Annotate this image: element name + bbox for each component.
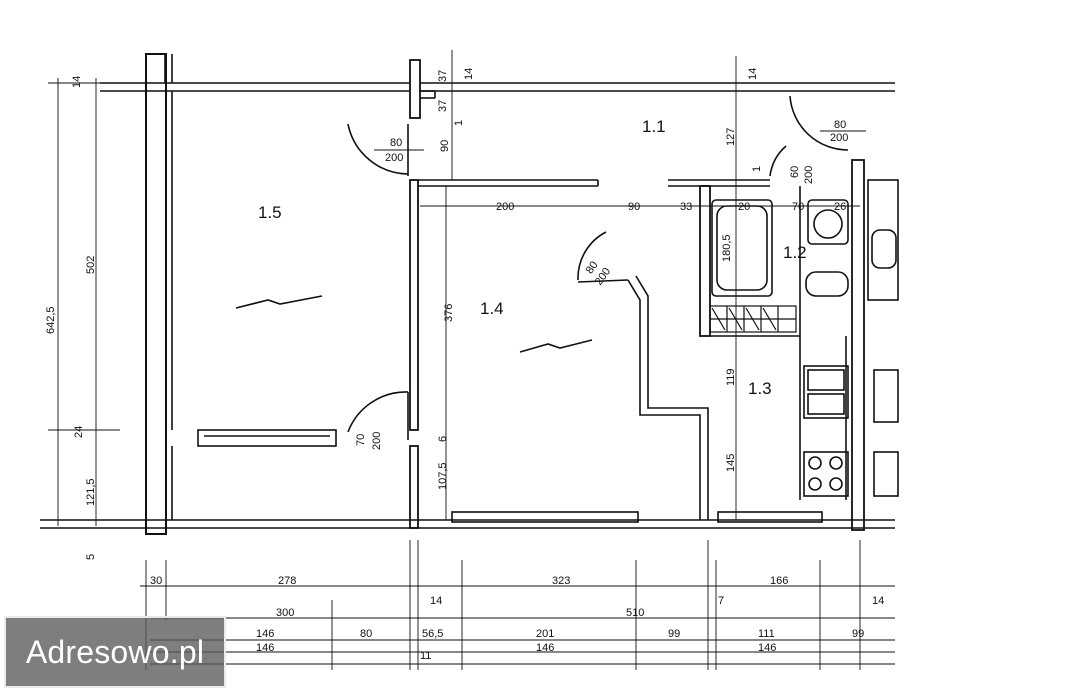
- dim-label: 323: [552, 575, 570, 587]
- dim-label: 90: [439, 140, 451, 152]
- dim-label: 37: [437, 100, 449, 112]
- dim-label: 99: [852, 628, 864, 640]
- dim-label: 24: [73, 426, 85, 438]
- dim-label: 14: [71, 76, 83, 88]
- dim-label: 14: [747, 68, 759, 80]
- dim-label: 20: [738, 201, 750, 213]
- door-width-label: 80: [390, 137, 402, 149]
- dim-label: 166: [770, 575, 788, 587]
- dim-label: 510: [626, 607, 644, 619]
- door-width-label: 80: [584, 259, 601, 276]
- dim-label: 26: [834, 201, 846, 213]
- door-height-label: 200: [830, 132, 848, 144]
- dim-label: 99: [668, 628, 680, 640]
- dim-label: 146: [256, 628, 274, 640]
- dim-label: 80: [360, 628, 372, 640]
- dim-label: 376: [443, 304, 455, 322]
- door-height-label: 200: [385, 152, 403, 164]
- dim-label: 6: [437, 436, 449, 442]
- dim-label: 107,5: [437, 462, 449, 490]
- dim-label: 14: [463, 68, 475, 80]
- watermark-logo: Adresowo.pl: [4, 616, 226, 688]
- dim-label: 146: [256, 642, 274, 654]
- dim-label: 119: [725, 368, 737, 386]
- dim-label: 5: [85, 554, 97, 560]
- room-label-1-2: 1.2: [783, 243, 807, 262]
- room-label-1-4: 1.4: [480, 299, 504, 318]
- dim-label: 145: [725, 454, 737, 472]
- dim-label: 146: [758, 642, 776, 654]
- dim-label: 33: [680, 201, 692, 213]
- dim-label: 200: [496, 201, 514, 213]
- dim-label: 37: [437, 70, 449, 82]
- door-width-label: 60: [789, 166, 801, 178]
- dim-label: 180,5: [721, 234, 733, 262]
- dim-label: 56,5: [422, 628, 443, 640]
- dim-label: 70: [792, 201, 804, 213]
- dim-label: 30: [150, 575, 162, 587]
- dim-label: 127: [725, 128, 737, 146]
- dim-label: 14: [872, 595, 884, 607]
- dim-label: 14: [430, 595, 442, 607]
- room-label-1-1: 1.1: [642, 117, 666, 136]
- dim-label: 146: [536, 642, 554, 654]
- dim-label: 1: [453, 120, 465, 126]
- dim-label: 300: [276, 607, 294, 619]
- room-label-1-5: 1.5: [258, 203, 282, 222]
- door-height-label: 200: [803, 166, 815, 184]
- dim-label: 642,5: [45, 306, 57, 334]
- dim-label: 7: [718, 595, 724, 607]
- dim-label: 121,5: [85, 478, 97, 506]
- dim-label: 11: [420, 650, 431, 662]
- door-height-label: 200: [371, 432, 383, 450]
- dim-label: 111: [758, 628, 775, 640]
- dim-label: 502: [85, 256, 97, 274]
- room-label-1-3: 1.3: [748, 379, 772, 398]
- dim-label: 201: [536, 628, 554, 640]
- door-width-label: 70: [355, 434, 367, 446]
- dim-label: 1: [751, 166, 763, 172]
- dim-label: 90: [628, 201, 640, 213]
- dim-label: 278: [278, 575, 296, 587]
- door-width-label: 80: [834, 119, 846, 131]
